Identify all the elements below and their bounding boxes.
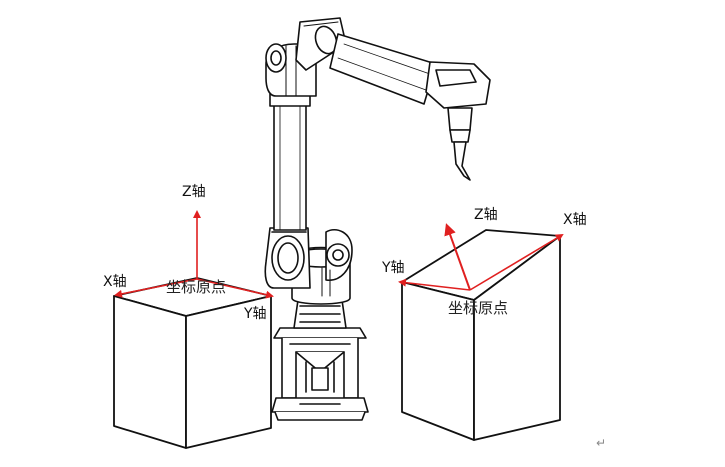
robot-upper-link xyxy=(329,33,437,105)
right-origin-label: 坐标原点 xyxy=(448,299,508,317)
left-x-label: X轴 xyxy=(103,274,127,290)
robot-arm-illustration xyxy=(264,17,491,421)
left-z-label: Z轴 xyxy=(182,184,206,200)
robot-lower-link xyxy=(269,93,311,231)
right-workpiece-box xyxy=(401,229,561,441)
right-y-label: Y轴 xyxy=(381,260,405,276)
right-y-axis xyxy=(398,278,471,291)
left-origin-label: 坐标原点 xyxy=(166,278,226,296)
right-x-axis xyxy=(469,233,564,291)
right-z-axis xyxy=(444,223,471,291)
left-workpiece-box xyxy=(113,277,272,449)
left-x-axis xyxy=(114,278,198,298)
right-x-label: X轴 xyxy=(563,212,587,228)
robot-elbow-joint xyxy=(265,17,347,97)
left-coordinate-frame: Z轴 X轴 Y轴 坐标原点 xyxy=(103,184,274,322)
robot-wrist xyxy=(425,61,491,181)
right-z-label: Z轴 xyxy=(474,207,498,223)
robot-lower-joint xyxy=(264,227,311,289)
robot-base-pedestal xyxy=(271,327,369,421)
left-y-axis xyxy=(196,278,274,299)
paragraph-mark: ↵ xyxy=(596,436,606,450)
right-coordinate-frame: Z轴 X轴 Y轴 坐标原点 xyxy=(381,207,587,317)
left-y-label: Y轴 xyxy=(243,306,267,322)
